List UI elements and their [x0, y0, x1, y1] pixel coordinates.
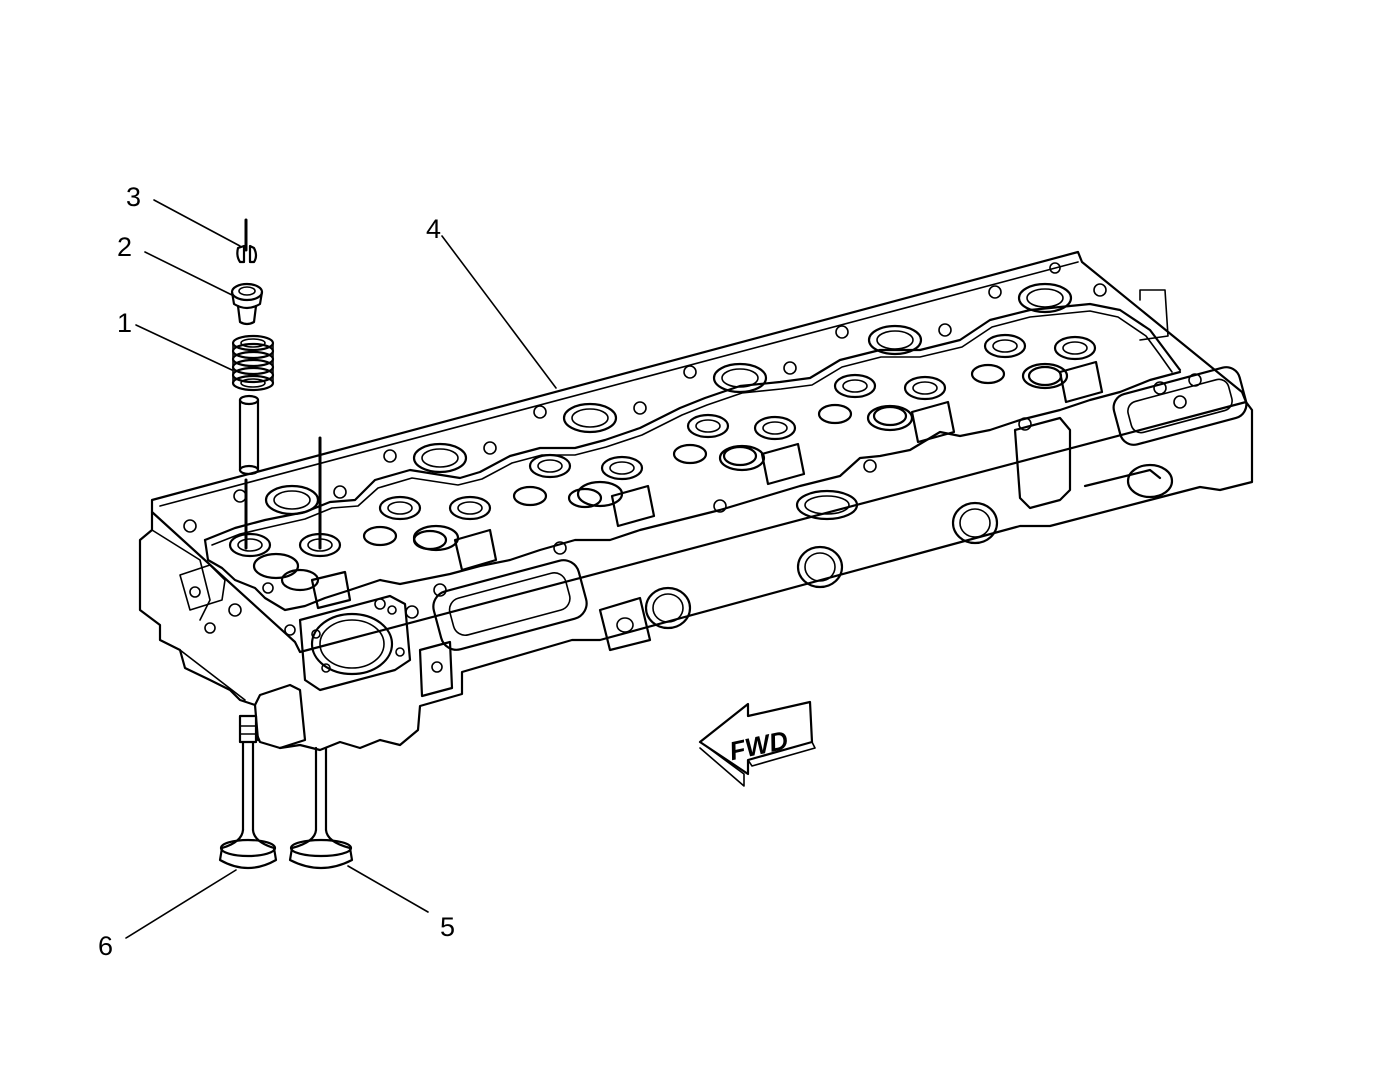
- small-holes: [183, 262, 1202, 636]
- valve-bores: [228, 333, 1097, 592]
- forward-direction-arrow: FWD: [698, 700, 816, 787]
- callout-6: 6: [98, 931, 113, 961]
- valve-spring: [231, 334, 275, 392]
- valve-train-exploded: [218, 218, 354, 870]
- intake-valve: [218, 714, 278, 870]
- exhaust-valve: [288, 746, 354, 870]
- callout-3: 3: [126, 182, 141, 212]
- valve-guide: [238, 394, 260, 476]
- spring-retainer: [230, 282, 264, 326]
- callout-4: 4: [426, 214, 441, 244]
- callout-5: 5: [440, 912, 455, 942]
- callout-1: 1: [117, 308, 132, 338]
- port-openings: [418, 289, 1248, 698]
- valve-keepers: [236, 244, 258, 264]
- end-bores: [179, 564, 412, 692]
- callout-labels: 3 2 1 4 5 6: [98, 182, 455, 961]
- callout-2: 2: [117, 232, 132, 262]
- head-bolt-holes: [252, 282, 1073, 580]
- cylinder-head: [138, 250, 1254, 752]
- injector-bosses: [310, 360, 1104, 610]
- leader-lines: [125, 199, 557, 939]
